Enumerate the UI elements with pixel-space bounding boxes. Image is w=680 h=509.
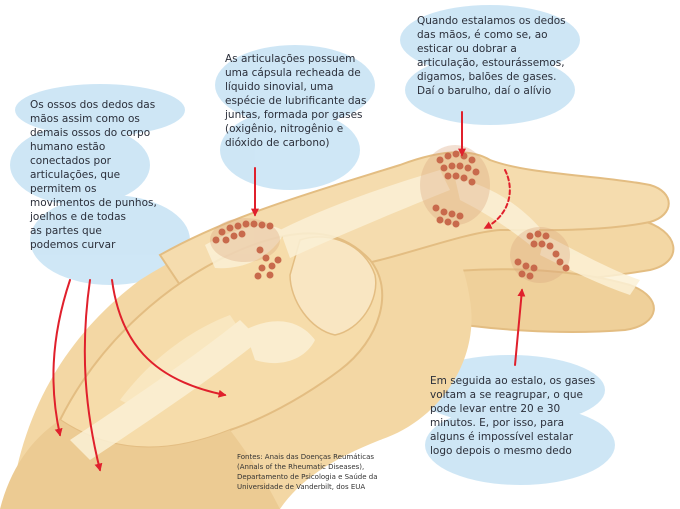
sources-credit: Fontes: Anais das Doenças Reumáticas (An… bbox=[237, 452, 417, 492]
note-capsule: As articulações possuem uma cápsula rech… bbox=[225, 52, 375, 150]
note-bones: Os ossos dos dedos das mãos assim como o… bbox=[30, 98, 180, 252]
joint-capsule-right bbox=[510, 227, 570, 283]
note-stretching: Quando estalamos os dedos das mãos, é co… bbox=[417, 14, 577, 98]
note-after-crack: Em seguida ao estalo, os gases voltam a … bbox=[430, 374, 605, 458]
